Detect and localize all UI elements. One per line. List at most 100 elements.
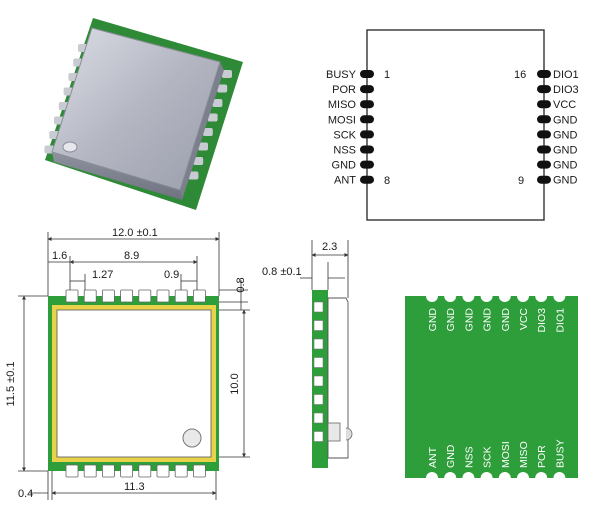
schematic-pin-right-15 bbox=[537, 85, 551, 94]
photo-shield-front-wall bbox=[52, 152, 182, 200]
photo-pin1-dot bbox=[62, 141, 78, 153]
schematic-pin-label-left: NSS bbox=[333, 145, 356, 157]
bottom-view-top-label: DIO3 bbox=[536, 308, 548, 333]
photo-shield-top bbox=[51, 27, 221, 191]
dim-pcb-thickness: 0.8 ±0.1 bbox=[262, 266, 302, 278]
schematic-pin-left-4 bbox=[360, 115, 374, 124]
schematic-pin-label-left: BUSY bbox=[326, 69, 357, 81]
side-view-marker bbox=[327, 422, 341, 442]
top-view-pad bbox=[65, 464, 79, 478]
schematic-pin-label-right: GND bbox=[553, 175, 578, 187]
schematic-pin-label-left: GND bbox=[332, 160, 357, 172]
top-view-bottom-pads bbox=[65, 464, 206, 478]
photo-shield-right-wall bbox=[180, 62, 224, 200]
photo-pad bbox=[217, 84, 228, 93]
module-photo bbox=[44, 18, 243, 210]
top-view-pad bbox=[156, 289, 170, 303]
top-view-pad bbox=[192, 464, 206, 478]
bottom-view-pad bbox=[462, 296, 475, 302]
photo-pad bbox=[207, 113, 218, 122]
bottom-view-top-label: VCC bbox=[518, 308, 530, 331]
top-view-pad bbox=[174, 464, 188, 478]
pin-number-16: 16 bbox=[514, 69, 526, 81]
schematic-pin-left-6 bbox=[360, 145, 374, 154]
schematic-pin-right-13 bbox=[537, 115, 551, 124]
top-view-dimension-lines bbox=[18, 232, 250, 500]
bottom-view-bottom-label: MOSI bbox=[500, 441, 512, 468]
bottom-view-pad bbox=[553, 472, 566, 478]
schematic-pin-label-right: VCC bbox=[553, 99, 576, 111]
photo-pad bbox=[188, 171, 199, 180]
side-view-pad bbox=[313, 375, 324, 387]
schematic-pin-left-2 bbox=[360, 85, 374, 94]
bottom-view-bottom-label: MISO bbox=[518, 441, 530, 468]
bottom-view-bottom-label: POR bbox=[536, 445, 548, 468]
dim-height: 11.5 ±0.1 bbox=[5, 362, 17, 407]
top-view-pad bbox=[65, 289, 79, 303]
top-view-pad bbox=[174, 289, 188, 303]
bottom-view-top-label: GND bbox=[500, 308, 512, 332]
dim-inner-width: 11.3 bbox=[124, 481, 145, 493]
side-view-dot bbox=[345, 427, 353, 441]
top-view-pad bbox=[83, 289, 97, 303]
top-view-pad bbox=[102, 289, 115, 303]
side-view-pads bbox=[313, 301, 324, 442]
bottom-view-pad bbox=[517, 472, 529, 478]
schematic-pin-label-left: POR bbox=[332, 84, 356, 96]
bottom-view-pads bbox=[426, 296, 566, 478]
bottom-view-top-label: DIO1 bbox=[554, 308, 566, 333]
schematic-pin-right-10 bbox=[537, 160, 551, 169]
bottom-view-pad bbox=[426, 472, 438, 478]
schematic-pin-right-11 bbox=[537, 145, 551, 154]
bottom-view-pad bbox=[553, 296, 566, 302]
schematic-pin-right-9 bbox=[537, 175, 551, 184]
side-view-pad bbox=[313, 357, 324, 368]
bottom-view-pad bbox=[535, 296, 548, 302]
top-view-pad bbox=[156, 464, 170, 478]
schematic-pin-left-7 bbox=[360, 160, 374, 169]
dim-edge: 0.4 bbox=[18, 488, 33, 500]
top-view-pad bbox=[138, 464, 152, 478]
top-view-top-pads bbox=[65, 289, 206, 303]
bottom-view-pad bbox=[517, 296, 529, 302]
schematic-pin-left-1 bbox=[360, 70, 374, 78]
dim-width: 12.0 ±0.1 bbox=[112, 227, 158, 239]
schematic-pin-left-5 bbox=[360, 130, 374, 139]
schematic-pin-right-14 bbox=[537, 100, 551, 109]
side-view-pad bbox=[313, 431, 324, 442]
bottom-view-bottom-label: NSS bbox=[463, 446, 475, 468]
bottom-view-pad bbox=[498, 472, 511, 478]
top-view-pad bbox=[120, 464, 133, 478]
schematic-pin-right-12 bbox=[537, 130, 551, 139]
dim-pad-width: 0.9 bbox=[164, 269, 179, 281]
bottom-view-pcb bbox=[405, 296, 578, 478]
pin-number-9: 9 bbox=[518, 175, 524, 187]
bottom-view-bottom-label: GND bbox=[445, 444, 457, 468]
schematic-pin-label-right: GND bbox=[553, 129, 578, 141]
schematic-box bbox=[366, 29, 545, 221]
side-view-pad bbox=[313, 412, 324, 424]
top-view-drawing: 12.0 ±0.1 1.6 8.9 1.27 0.9 0.8 11.5 ±0.1… bbox=[5, 227, 250, 500]
bottom-view-pad bbox=[535, 472, 548, 478]
bottom-view-pad bbox=[498, 296, 511, 302]
schematic-pin-label-left: MISO bbox=[328, 99, 357, 111]
dim-inner-height: 10.0 bbox=[229, 373, 241, 394]
side-view-pad bbox=[313, 301, 324, 313]
photo-pad bbox=[198, 142, 208, 151]
schematic-pin-right-16 bbox=[537, 70, 551, 78]
schematic-pin-left-3 bbox=[360, 100, 374, 109]
bottom-view-bottom-label: BUSY bbox=[554, 439, 566, 468]
schematic-pin-label-right: DIO1 bbox=[553, 69, 579, 81]
side-view-dimension-lines bbox=[300, 240, 349, 298]
schematic-pin-label-right: GND bbox=[553, 114, 578, 126]
schematic-pin-label-left: SCK bbox=[333, 129, 356, 141]
bottom-view-pad bbox=[444, 472, 457, 478]
side-view-pad bbox=[313, 320, 324, 331]
top-view-pad bbox=[120, 289, 133, 303]
dim-offset: 1.6 bbox=[52, 250, 67, 262]
